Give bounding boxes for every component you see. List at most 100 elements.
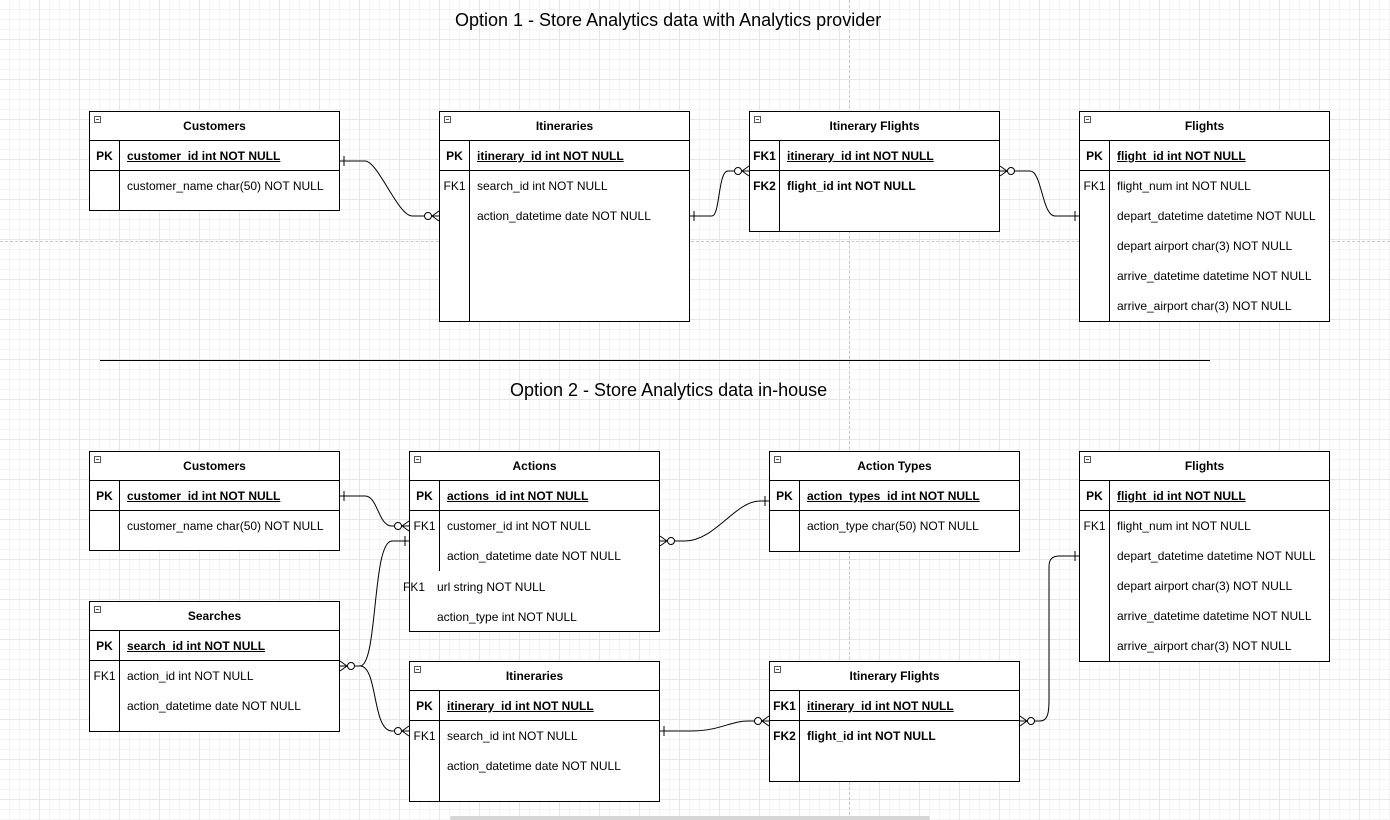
relationship-line[interactable]: [340, 156, 440, 222]
option2-searches-table[interactable]: Searches PK search_id int NOT NULL FK1 a…: [89, 601, 340, 732]
table-row[interactable]: FK1 itinerary_id int NOT NULL: [750, 141, 999, 171]
table-row[interactable]: FK1 customer_id int NOT NULL: [410, 511, 659, 541]
table-header[interactable]: Flights: [1080, 452, 1329, 481]
table-header[interactable]: Itineraries: [440, 112, 689, 141]
table-name: Itinerary Flights: [849, 669, 940, 683]
table-header[interactable]: Customers: [90, 452, 339, 481]
option2-itineraries-table[interactable]: Itineraries PK itinerary_id int NOT NULL…: [409, 661, 660, 802]
table-row[interactable]: FK1 action_id int NOT NULL: [90, 661, 339, 691]
field-label: search_id int NOT NULL: [477, 179, 608, 193]
table-header[interactable]: Itinerary Flights: [750, 112, 999, 141]
table-row[interactable]: PK itinerary_id int NOT NULL: [410, 691, 659, 721]
relationship-line[interactable]: [359, 665, 410, 737]
field-label: flight_id int NOT NULL: [787, 179, 916, 193]
table-row[interactable]: PK customer_id int NOT NULL: [90, 481, 339, 511]
collapse-icon[interactable]: [94, 116, 101, 123]
table-row[interactable]: customer_name char(50) NOT NULL: [90, 511, 339, 541]
key-label: FK1: [93, 669, 116, 683]
table-row[interactable]: PK customer_id int NOT NULL: [90, 141, 339, 171]
collapse-icon[interactable]: [94, 606, 101, 613]
table-name: Itineraries: [535, 119, 594, 133]
table-row[interactable]: PK itinerary_id int NOT NULL: [440, 141, 689, 171]
horizontal-scrollbar[interactable]: [450, 816, 930, 820]
table-row[interactable]: depart airport char(3) NOT NULL: [1080, 571, 1329, 601]
loose-field-label[interactable]: action_type int NOT NULL: [437, 610, 577, 624]
table-row[interactable]: customer_name char(50) NOT NULL: [90, 171, 339, 201]
table-row[interactable]: PK flight_id int NOT NULL: [1080, 481, 1329, 511]
relationship-line[interactable]: [1019, 551, 1079, 727]
field-label: itinerary_id int NOT NULL: [787, 149, 934, 163]
option1-itinerary-flights-table[interactable]: Itinerary Flights FK1 itinerary_id int N…: [749, 111, 1000, 232]
option2-flights-table[interactable]: Flights PK flight_id int NOT NULL FK1 fl…: [1079, 451, 1330, 662]
field-label: depart_datetime datetime NOT NULL: [1117, 549, 1316, 563]
key-label: FK1: [753, 149, 776, 163]
option1-customers-table[interactable]: Customers PK customer_id int NOT NULL cu…: [89, 111, 340, 211]
table-row[interactable]: FK1 flight_num int NOT NULL: [1080, 171, 1329, 201]
table-row[interactable]: PK flight_id int NOT NULL: [1080, 141, 1329, 171]
table-header[interactable]: Action Types: [770, 452, 1019, 481]
relationship-line[interactable]: [339, 536, 409, 672]
relationship-line[interactable]: [659, 496, 769, 547]
table-row[interactable]: FK1 flight_num int NOT NULL: [1080, 511, 1329, 541]
canvas-guide-vertical: [849, 0, 850, 820]
table-row[interactable]: action_datetime date NOT NULL: [410, 541, 659, 571]
key-label: PK: [1086, 489, 1103, 503]
field-label: action_datetime date NOT NULL: [447, 549, 621, 563]
relationship-line[interactable]: [999, 165, 1079, 221]
loose-key-label[interactable]: FK1: [403, 580, 426, 594]
option2-itinerary-flights-table[interactable]: Itinerary Flights FK1 itinerary_id int N…: [769, 661, 1020, 782]
table-row[interactable]: PK search_id int NOT NULL: [90, 631, 339, 661]
table-row[interactable]: depart airport char(3) NOT NULL: [1080, 231, 1329, 261]
option1-title: Option 1 - Store Analytics data with Ana…: [455, 10, 882, 30]
option2-actions-table[interactable]: Actions PK actions_id int NOT NULL FK1 c…: [409, 451, 660, 632]
table-row[interactable]: FK1 search_id int NOT NULL: [440, 171, 689, 201]
relationship-line[interactable]: [340, 491, 410, 532]
relationship-line[interactable]: [690, 165, 750, 221]
table-header[interactable]: Actions: [410, 452, 659, 481]
collapse-icon[interactable]: [1084, 116, 1091, 123]
table-row[interactable]: PK actions_id int NOT NULL: [410, 481, 659, 511]
field-label: customer_id int NOT NULL: [447, 519, 591, 533]
option1-itineraries-table[interactable]: Itineraries PK itinerary_id int NOT NULL…: [439, 111, 690, 322]
collapse-icon[interactable]: [414, 666, 421, 673]
table-header[interactable]: Flights: [1080, 112, 1329, 141]
field-label: depart airport char(3) NOT NULL: [1117, 239, 1293, 253]
table-row[interactable]: FK2 flight_id int NOT NULL: [770, 721, 1019, 751]
option2-customers-table[interactable]: Customers PK customer_id int NOT NULL cu…: [89, 451, 340, 551]
relationship-line[interactable]: [660, 715, 770, 736]
table-header[interactable]: Itineraries: [410, 662, 659, 691]
option1-flights-table[interactable]: Flights PK flight_id int NOT NULL FK1 fl…: [1079, 111, 1330, 322]
table-row[interactable]: arrive_airport char(3) NOT NULL: [1080, 291, 1329, 321]
table-row[interactable]: FK1 itinerary_id int NOT NULL: [770, 691, 1019, 721]
table-row[interactable]: depart_datetime datetime NOT NULL: [1080, 201, 1329, 231]
key-label: PK: [446, 149, 463, 163]
field-label: arrive_datetime datetime NOT NULL: [1117, 609, 1312, 623]
table-row[interactable]: arrive_airport char(3) NOT NULL: [1080, 631, 1329, 661]
key-label: FK1: [773, 699, 796, 713]
table-row[interactable]: PK action_types_id int NOT NULL: [770, 481, 1019, 511]
collapse-icon[interactable]: [774, 456, 781, 463]
table-row[interactable]: action_datetime date NOT NULL: [90, 691, 339, 721]
loose-field-label[interactable]: url string NOT NULL: [437, 580, 546, 594]
key-label: FK1: [1083, 179, 1106, 193]
table-header[interactable]: Searches: [90, 602, 339, 631]
table-row[interactable]: action_datetime date NOT NULL: [410, 751, 659, 781]
collapse-icon[interactable]: [1084, 456, 1091, 463]
collapse-icon[interactable]: [754, 116, 761, 123]
collapse-icon[interactable]: [444, 116, 451, 123]
collapse-icon[interactable]: [774, 666, 781, 673]
table-row[interactable]: depart_datetime datetime NOT NULL: [1080, 541, 1329, 571]
collapse-icon[interactable]: [414, 456, 421, 463]
table-row[interactable]: arrive_datetime datetime NOT NULL: [1080, 601, 1329, 631]
table-row[interactable]: action_datetime date NOT NULL: [440, 201, 689, 231]
collapse-icon[interactable]: [94, 456, 101, 463]
table-row[interactable]: FK2 flight_id int NOT NULL: [750, 171, 999, 201]
table-row[interactable]: arrive_datetime datetime NOT NULL: [1080, 261, 1329, 291]
option2-action-types-table[interactable]: Action Types PK action_types_id int NOT …: [769, 451, 1020, 552]
field-label: customer_name char(50) NOT NULL: [127, 519, 324, 533]
table-row[interactable]: action_type char(50) NOT NULL: [770, 511, 1019, 541]
table-row[interactable]: FK1 search_id int NOT NULL: [410, 721, 659, 751]
table-header[interactable]: Itinerary Flights: [770, 662, 1019, 691]
table-name: Flights: [1184, 459, 1225, 473]
table-header[interactable]: Customers: [90, 112, 339, 141]
